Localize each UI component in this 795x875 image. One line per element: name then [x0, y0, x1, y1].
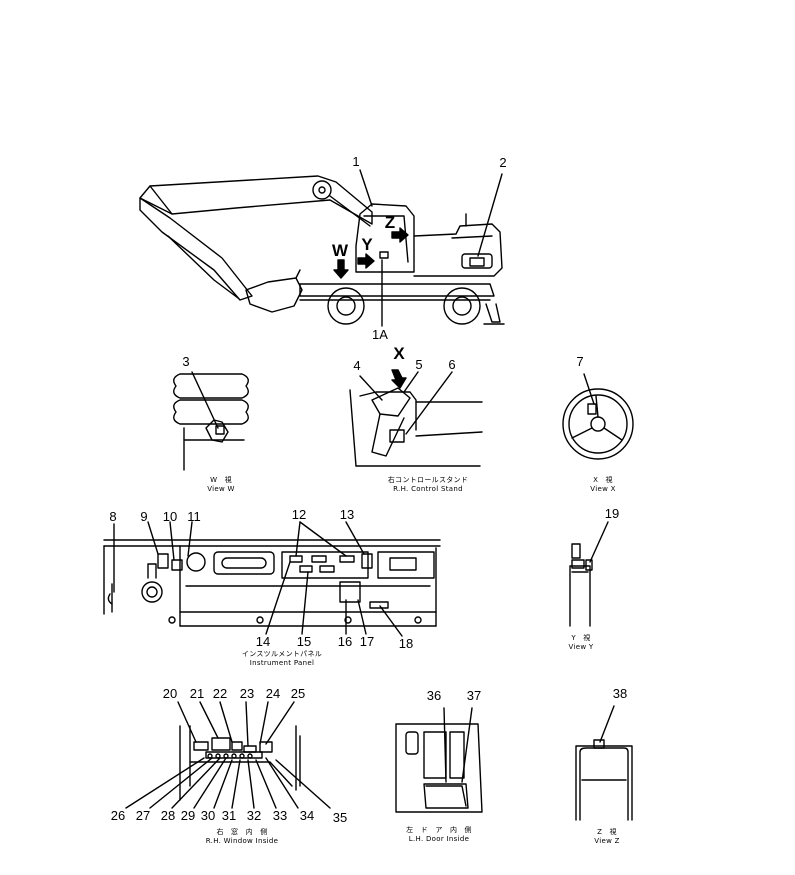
callout-18: 18	[399, 636, 413, 651]
callout-10: 10	[163, 509, 177, 524]
callout-32: 32	[247, 808, 261, 823]
caption-instrument-panel: インスツルメントパネル Instrument Panel	[234, 650, 330, 668]
caption-view-y-en: View Y	[568, 643, 594, 651]
control-stand-drawing	[349, 369, 483, 467]
caption-view-w: W 視 View W	[196, 476, 246, 494]
callout-19: 19	[605, 506, 619, 521]
window-inside-drawing	[125, 701, 331, 809]
caption-view-z: Z 視 View Z	[582, 828, 632, 846]
caption-lh-door-inside: 左 ド ア 内 側 L.H. Door Inside	[394, 826, 484, 844]
callout-7: 7	[576, 354, 583, 369]
caption-view-x-en: View X	[590, 485, 616, 493]
view-w-drawing	[173, 371, 249, 471]
view-letter-y: Y	[361, 235, 373, 254]
callout-21: 21	[190, 686, 204, 701]
caption-lh-door-inside-en: L.H. Door Inside	[408, 835, 470, 843]
view-z-drawing	[575, 705, 633, 821]
callout-12: 12	[292, 507, 306, 522]
caption-view-x-jp: X 視	[593, 476, 613, 484]
callout-33: 33	[273, 808, 287, 823]
view-letter-w: W	[332, 241, 349, 260]
callout-17: 17	[360, 634, 374, 649]
callout-24: 24	[266, 686, 280, 701]
callout-1a: 1A	[372, 327, 388, 342]
caption-view-x: X 視 View X	[578, 476, 628, 494]
view-letter-z: Z	[385, 213, 395, 232]
caption-view-y-jp: Y 視	[571, 634, 591, 642]
caption-rh-control-stand: 右コントロールスタンド R.H. Control Stand	[378, 476, 478, 494]
callout-13: 13	[340, 507, 354, 522]
callout-38: 38	[613, 686, 627, 701]
callout-28: 28	[161, 808, 175, 823]
caption-rh-control-stand-jp: 右コントロールスタンド	[387, 476, 469, 484]
callout-16: 16	[338, 634, 352, 649]
callout-31: 31	[222, 808, 236, 823]
callout-4: 4	[353, 358, 360, 373]
callout-8: 8	[109, 509, 116, 524]
callout-15: 15	[297, 634, 311, 649]
callout-1: 1	[352, 154, 359, 169]
door-inside-drawing	[395, 707, 483, 813]
callout-35: 35	[333, 810, 347, 825]
caption-view-z-en: View Z	[594, 837, 620, 845]
callout-23: 23	[240, 686, 254, 701]
callout-11: 11	[187, 509, 201, 524]
caption-rh-window-inside-jp: 右 窓 内 側	[216, 828, 268, 836]
caption-view-w-en: View W	[207, 485, 235, 493]
callout-30: 30	[201, 808, 215, 823]
callout-5: 5	[415, 357, 422, 372]
callout-37: 37	[467, 688, 481, 703]
callout-9: 9	[140, 509, 147, 524]
view-x-drawing	[562, 373, 634, 460]
callout-3: 3	[182, 354, 189, 369]
callout-6: 6	[448, 357, 455, 372]
callout-26: 26	[111, 808, 125, 823]
callout-29: 29	[181, 808, 195, 823]
callout-2: 2	[499, 155, 506, 170]
caption-view-y: Y 視 View Y	[556, 634, 606, 652]
caption-lh-door-inside-jp: 左 ド ア 内 側	[406, 826, 472, 834]
view-y-drawing	[569, 521, 609, 627]
caption-rh-window-inside: 右 窓 内 側 R.H. Window Inside	[192, 828, 292, 846]
instrument-panel-drawing	[103, 521, 441, 637]
excavator-drawing	[139, 169, 505, 327]
caption-view-w-jp: W 視	[210, 476, 232, 484]
caption-instrument-panel-en: Instrument Panel	[249, 659, 315, 667]
callout-22: 22	[213, 686, 227, 701]
caption-rh-window-inside-en: R.H. Window Inside	[205, 837, 279, 845]
callout-36: 36	[427, 688, 441, 703]
callout-14: 14	[256, 634, 270, 649]
caption-view-z-jp: Z 視	[597, 828, 617, 836]
caption-rh-control-stand-en: R.H. Control Stand	[393, 485, 463, 493]
view-letter-x: X	[393, 344, 405, 363]
callout-20: 20	[163, 686, 177, 701]
callout-27: 27	[136, 808, 150, 823]
callout-25: 25	[291, 686, 305, 701]
callout-34: 34	[300, 808, 314, 823]
caption-instrument-panel-jp: インスツルメントパネル	[241, 650, 323, 658]
